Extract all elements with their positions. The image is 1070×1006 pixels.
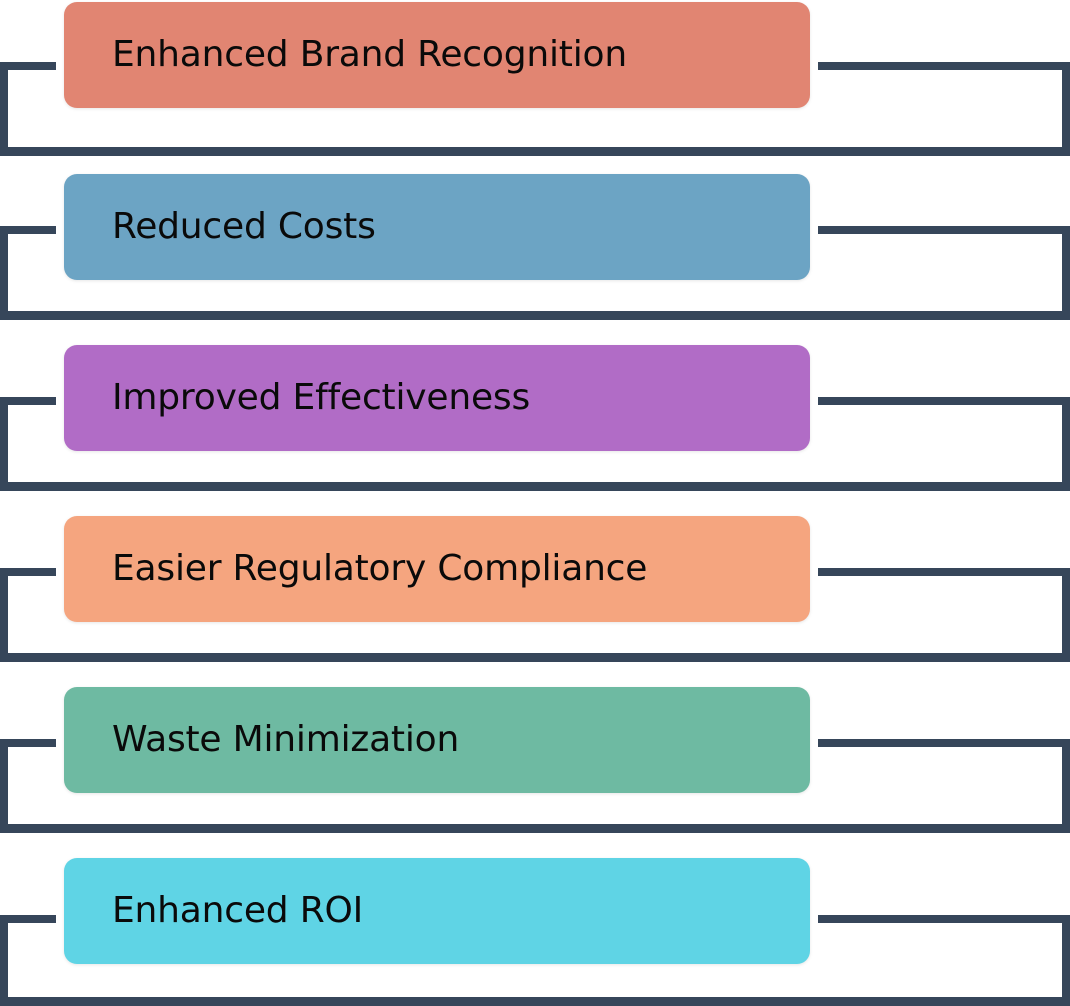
benefit-bar-label: Waste Minimization xyxy=(112,719,460,760)
benefit-bar-label: Enhanced Brand Recognition xyxy=(112,34,627,75)
benefit-bar-2[interactable]: Reduced Costs xyxy=(64,174,810,280)
benefit-bar-3[interactable]: Improved Effectiveness xyxy=(64,345,810,451)
benefit-bar-label: Easier Regulatory Compliance xyxy=(112,548,648,589)
benefit-bar-label: Enhanced ROI xyxy=(112,890,364,931)
benefit-bar-label: Reduced Costs xyxy=(112,206,376,247)
benefit-bar-label: Improved Effectiveness xyxy=(112,377,531,418)
benefit-bar-4[interactable]: Easier Regulatory Compliance xyxy=(64,516,810,622)
benefit-bar-6[interactable]: Enhanced ROI xyxy=(64,858,810,964)
benefit-bar-1[interactable]: Enhanced Brand Recognition xyxy=(64,2,810,108)
benefit-bar-5[interactable]: Waste Minimization xyxy=(64,687,810,793)
